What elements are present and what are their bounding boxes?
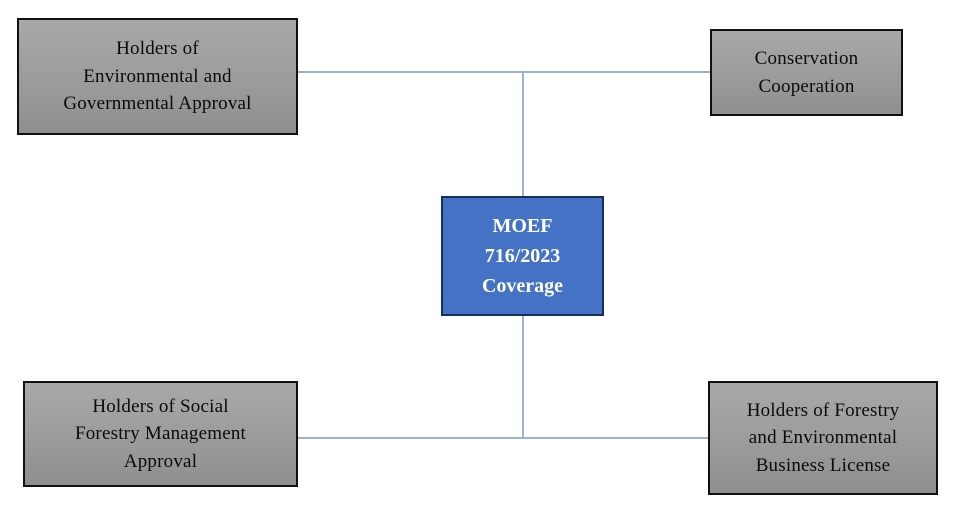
node-conservation-cooperation[interactable]: Conservation Cooperation — [710, 29, 903, 116]
node-label: Holders of Environmental and Governmenta… — [63, 38, 252, 115]
connector-line-vertical-lower — [522, 315, 524, 439]
node-holders-forestry-environmental-business-license[interactable]: Holders of Forestry and Environmental Bu… — [708, 381, 938, 495]
connector-line-vertical-upper — [522, 71, 524, 197]
center-node-label: MOEF 716/2023 Coverage — [481, 215, 564, 297]
connector-line-bottom-horizontal — [298, 437, 708, 439]
node-label: Conservation Cooperation — [754, 47, 859, 97]
node-holders-environmental-governmental-approval[interactable]: Holders of Environmental and Governmenta… — [17, 18, 298, 135]
node-label: Holders of Forestry and Environmental Bu… — [746, 399, 900, 476]
node-moef-coverage-center[interactable]: MOEF 716/2023 Coverage — [441, 196, 604, 316]
node-holders-social-forestry-management-approval[interactable]: Holders of Social Forestry Management Ap… — [23, 381, 298, 487]
connector-line-top-horizontal — [298, 71, 710, 73]
node-label: Holders of Social Forestry Management Ap… — [74, 395, 247, 472]
